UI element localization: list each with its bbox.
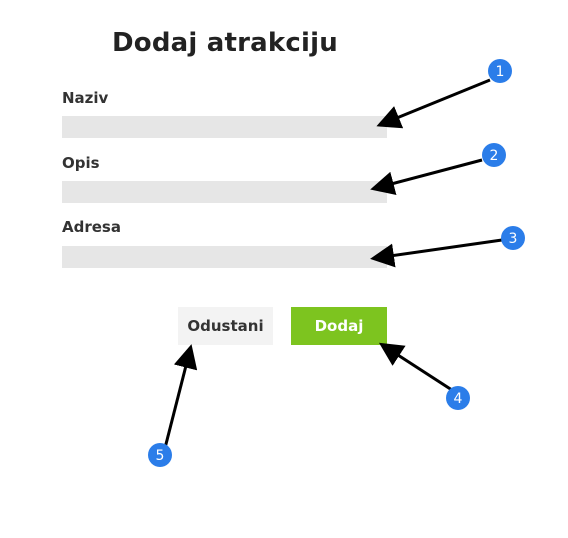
annotation-badge-1: 1 (488, 59, 512, 83)
badge-number-1: 1 (496, 64, 505, 80)
annotation-badge-4: 4 (446, 386, 470, 410)
naziv-input[interactable] (62, 116, 387, 138)
adresa-input[interactable] (62, 246, 387, 268)
badge-number-3: 3 (509, 231, 518, 247)
cancel-button[interactable]: Odustani (178, 307, 273, 345)
annotation-arrow-5 (163, 344, 198, 449)
opis-input[interactable] (62, 181, 387, 203)
annotation-arrow-2 (370, 158, 483, 196)
badge-number-5: 5 (156, 448, 165, 464)
annotation-badge-3: 3 (501, 226, 525, 250)
field-label-naziv: Naziv (62, 89, 109, 107)
badge-number-4: 4 (454, 391, 463, 407)
annotation-badge-2: 2 (482, 143, 506, 167)
annotation-arrow-1 (376, 78, 491, 129)
annotation-arrow-4 (378, 342, 456, 394)
badge-number-2: 2 (490, 148, 499, 164)
annotation-badge-5: 5 (148, 443, 172, 467)
add-button[interactable]: Dodaj (291, 307, 387, 345)
annotation-arrow-3 (370, 238, 503, 268)
field-label-opis: Opis (62, 154, 100, 172)
field-label-adresa: Adresa (62, 218, 121, 236)
page-title: Dodaj atrakciju (112, 28, 338, 58)
